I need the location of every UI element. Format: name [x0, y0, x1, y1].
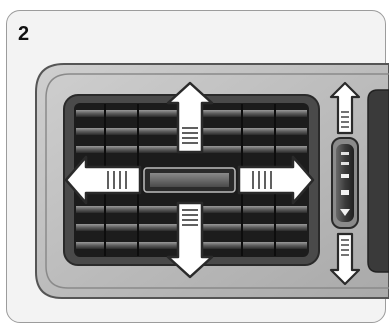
- arrow-down-icon: [166, 201, 214, 279]
- thumbwheel-down-arrow-icon: [329, 232, 361, 286]
- thumbwheel-icon: [331, 137, 359, 229]
- center-adjustment-tab: [143, 167, 236, 193]
- triangle-down-icon: [340, 209, 350, 216]
- step-number: 2: [18, 23, 30, 45]
- thumbwheel-up-arrow-icon: [329, 81, 361, 135]
- adjacent-vent-edge: [367, 89, 389, 273]
- arrow-right-icon: [237, 155, 315, 205]
- arrow-left-icon: [64, 155, 142, 205]
- arrow-up-icon: [166, 81, 214, 154]
